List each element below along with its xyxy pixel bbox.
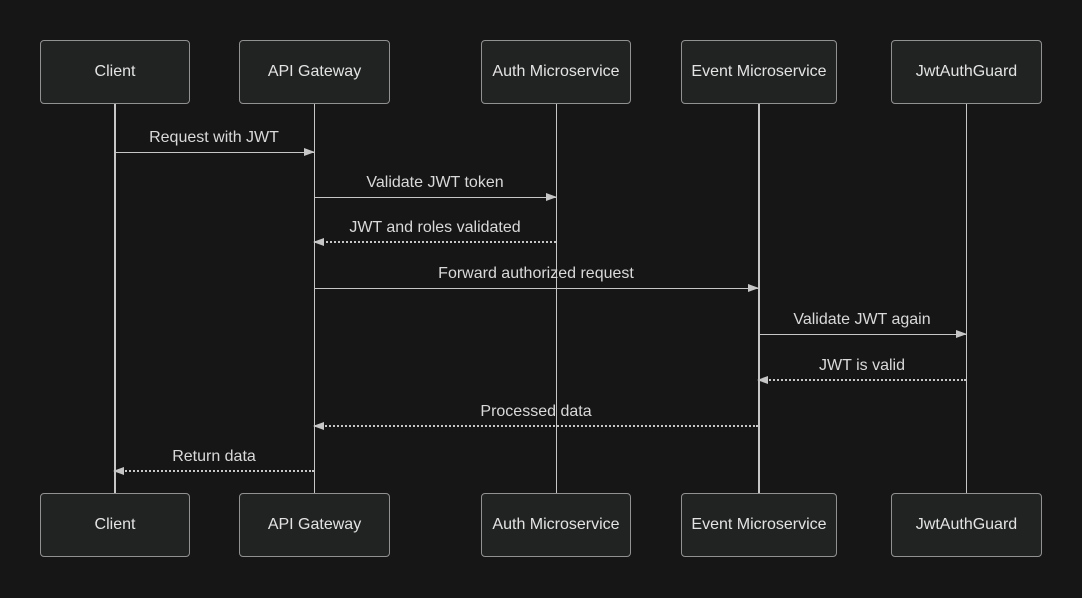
- actor-label: Auth Microservice: [492, 516, 620, 533]
- actor-label: Auth Microservice: [492, 63, 620, 80]
- lifeline-jwtauthguard: [965, 104, 968, 493]
- message-validate-jwt-again: Validate JWT again: [758, 307, 967, 338]
- actor-label: Client: [94, 516, 136, 533]
- message-line: [314, 241, 556, 243]
- message-jwt-is-valid: JWT is valid: [757, 353, 966, 384]
- message-validate-jwt-token: Validate JWT token: [314, 170, 557, 201]
- arrowhead-left-icon: [313, 422, 324, 430]
- actor-box-event-microservice-top: Event Microservice: [681, 40, 837, 104]
- message-jwt-and-roles-validated: JWT and roles validated: [313, 215, 556, 246]
- actor-label: Event Microservice: [691, 516, 827, 533]
- actor-box-client-bottom: Client: [40, 493, 190, 557]
- actor-label: Event Microservice: [691, 63, 827, 80]
- message-line: [314, 288, 758, 289]
- actor-box-api-gateway-top: API Gateway: [239, 40, 390, 104]
- arrowhead-left-icon: [313, 238, 324, 246]
- message-label: Validate JWT token: [366, 174, 504, 191]
- actor-label: JwtAuthGuard: [915, 63, 1018, 80]
- actor-box-auth-microservice-bottom: Auth Microservice: [481, 493, 631, 557]
- lifeline-api-gateway: [313, 104, 316, 493]
- arrowhead-right-icon: [304, 148, 315, 156]
- actor-box-auth-microservice-top: Auth Microservice: [481, 40, 631, 104]
- message-label: Validate JWT again: [793, 311, 931, 328]
- message-line: [114, 152, 314, 153]
- actor-label: Client: [94, 63, 136, 80]
- actor-box-client-top: Client: [40, 40, 190, 104]
- message-label: Processed data: [480, 403, 592, 420]
- actor-box-jwtauthguard-top: JwtAuthGuard: [891, 40, 1042, 104]
- message-line: [314, 197, 556, 198]
- actor-box-jwtauthguard-bottom: JwtAuthGuard: [891, 493, 1042, 557]
- message-label: Request with JWT: [149, 129, 279, 146]
- message-label: JWT and roles validated: [349, 219, 521, 236]
- message-label: Forward authorized request: [438, 265, 634, 282]
- arrowhead-right-icon: [956, 330, 967, 338]
- actor-label: API Gateway: [267, 516, 362, 533]
- actor-box-event-microservice-bottom: Event Microservice: [681, 493, 837, 557]
- arrowhead-right-icon: [546, 193, 557, 201]
- arrowhead-right-icon: [748, 284, 759, 292]
- message-label: JWT is valid: [819, 357, 905, 374]
- message-forward-authorized-request: Forward authorized request: [314, 261, 759, 292]
- actor-box-api-gateway-bottom: API Gateway: [239, 493, 390, 557]
- message-return-data: Return data: [113, 444, 314, 475]
- message-processed-data: Processed data: [313, 399, 758, 430]
- message-line: [114, 470, 314, 472]
- actor-label: JwtAuthGuard: [915, 516, 1018, 533]
- message-request-with-jwt: Request with JWT: [114, 125, 315, 156]
- lifeline-client: [114, 104, 116, 493]
- lifeline-event-microservice: [758, 104, 760, 493]
- lifeline-auth-microservice: [555, 104, 558, 493]
- message-line: [314, 425, 758, 427]
- message-label: Return data: [172, 448, 256, 465]
- actor-label: API Gateway: [267, 63, 362, 80]
- message-line: [758, 334, 966, 335]
- message-line: [758, 379, 966, 381]
- arrowhead-left-icon: [113, 467, 124, 475]
- arrowhead-left-icon: [757, 376, 768, 384]
